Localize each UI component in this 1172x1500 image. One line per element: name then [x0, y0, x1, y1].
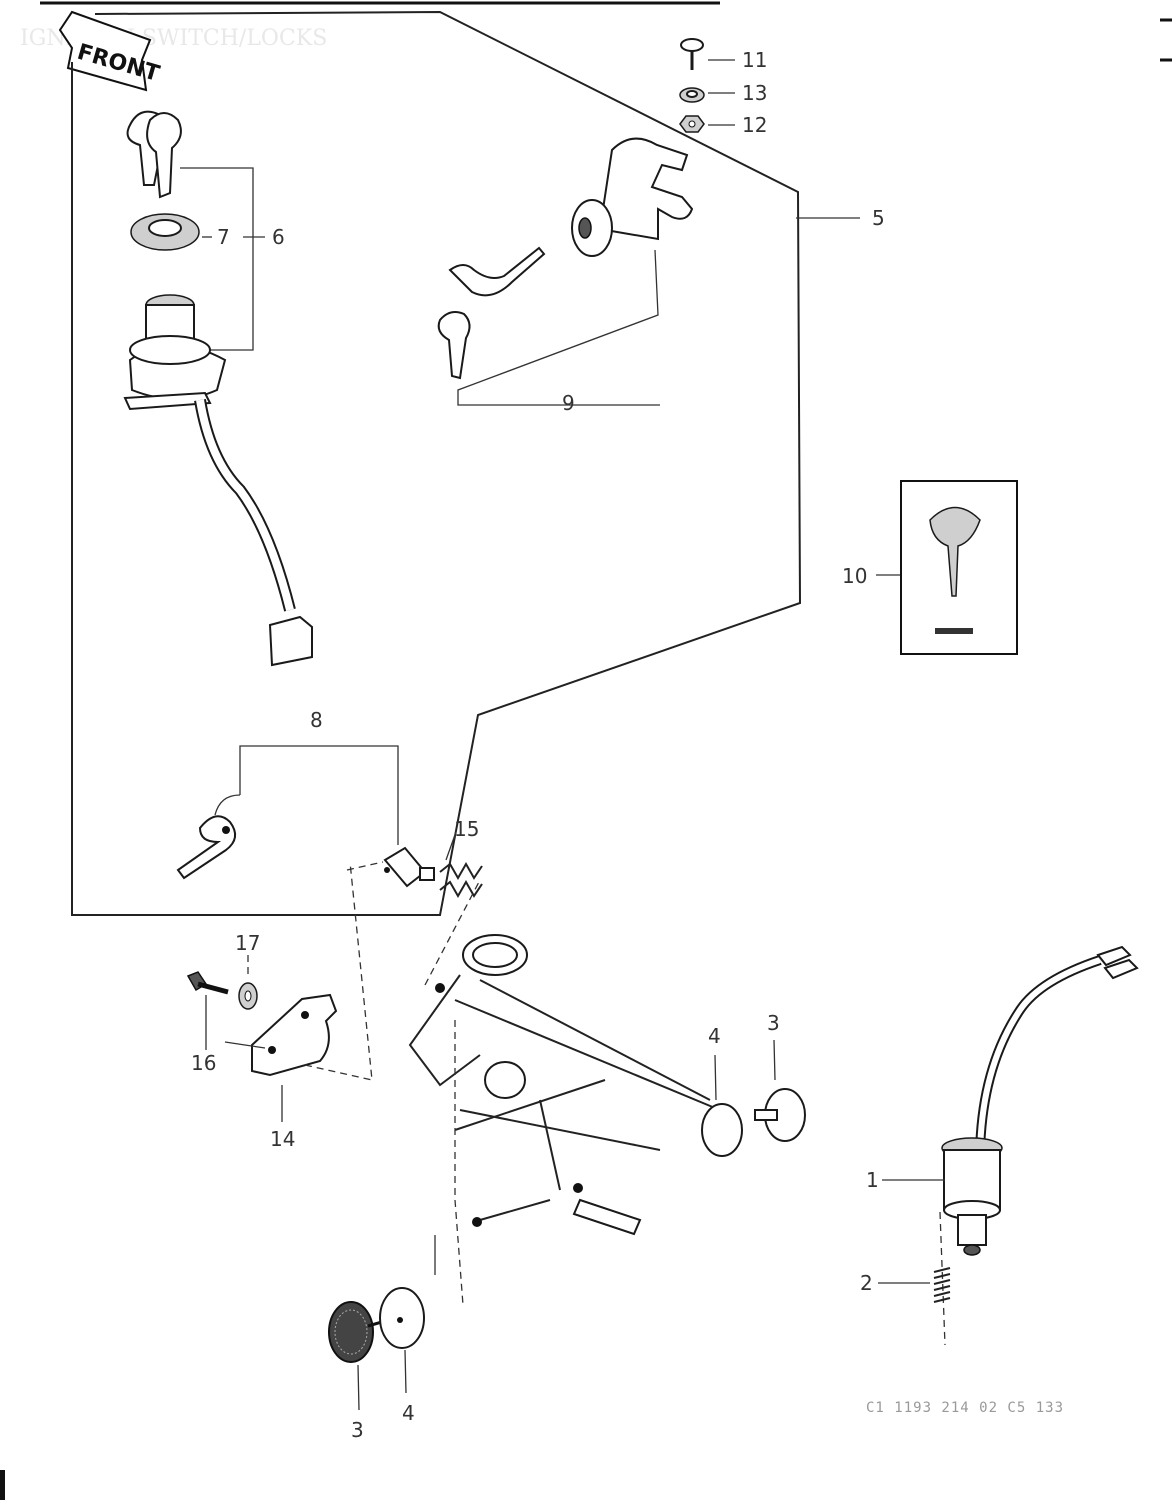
leader-4a	[714, 1054, 717, 1101]
group-outline	[71, 10, 802, 916]
leader-3a	[773, 1039, 776, 1081]
connector-icon	[1096, 945, 1139, 980]
bracket-6	[180, 167, 254, 351]
callout-12: 12	[742, 113, 767, 137]
ignition-switch-icon	[123, 294, 227, 411]
dash-8	[346, 861, 384, 871]
reference-code: C1 1193 214 02 C5 133	[866, 1400, 1064, 1416]
edge-mark	[0, 1470, 5, 1500]
callout-8: 8	[310, 708, 323, 732]
callout-17: 17	[235, 931, 260, 955]
key-icon	[437, 246, 546, 380]
ignition-connector	[268, 615, 313, 667]
callout-3b: 3	[351, 1418, 364, 1442]
key-pair-icon	[126, 110, 182, 199]
callout-4b: 4	[402, 1401, 415, 1425]
callout-13: 13	[742, 81, 767, 105]
callout-15: 15	[454, 817, 479, 841]
frame-headstock-icon	[408, 934, 716, 1236]
dash-headstock	[424, 879, 481, 986]
callout-11: 11	[742, 48, 767, 72]
callout-3a: 3	[767, 1011, 780, 1035]
callout-9: 9	[562, 391, 575, 415]
callout-14: 14	[270, 1127, 295, 1151]
spring-washer-icon	[679, 87, 705, 103]
washer-icon	[130, 213, 200, 251]
neutral-switch-icon	[941, 1137, 1003, 1256]
bolt-icon	[186, 971, 229, 995]
callout-10: 10	[842, 564, 867, 588]
spring-icon	[933, 1267, 951, 1303]
callout-16: 16	[191, 1051, 216, 1075]
spring-icon	[439, 861, 483, 899]
leader-14a	[224, 1041, 266, 1049]
callout-2: 2	[860, 1271, 873, 1295]
leader-4b	[404, 1349, 407, 1394]
callout-7: 7	[217, 225, 230, 249]
bracket-9	[457, 249, 660, 406]
lock-assembly-icon	[571, 137, 694, 257]
cover-plate-icon	[251, 993, 338, 1077]
key-icon	[176, 815, 237, 880]
leader-15	[445, 831, 457, 861]
callout-6: 6	[272, 225, 285, 249]
washer-icon	[238, 982, 258, 1010]
callout-5: 5	[872, 206, 885, 230]
screw-icon	[680, 38, 704, 70]
front-arrow-icon: FRONT	[58, 10, 162, 92]
washer-icon	[701, 1103, 743, 1157]
nut-icon	[679, 115, 705, 133]
bracket-8	[239, 745, 399, 845]
blank-key-icon	[929, 506, 981, 634]
ignition-cable	[194, 399, 296, 612]
callout-4a: 4	[708, 1024, 721, 1048]
grommet-icon	[328, 1301, 383, 1363]
leader-8	[214, 794, 241, 816]
callout-1: 1	[866, 1168, 879, 1192]
grommet-icon	[754, 1088, 806, 1142]
leader-3b	[357, 1364, 360, 1411]
dash-2	[939, 1211, 946, 1346]
dash-frame	[454, 1020, 464, 1306]
lock-cylinder-icon	[383, 846, 435, 888]
